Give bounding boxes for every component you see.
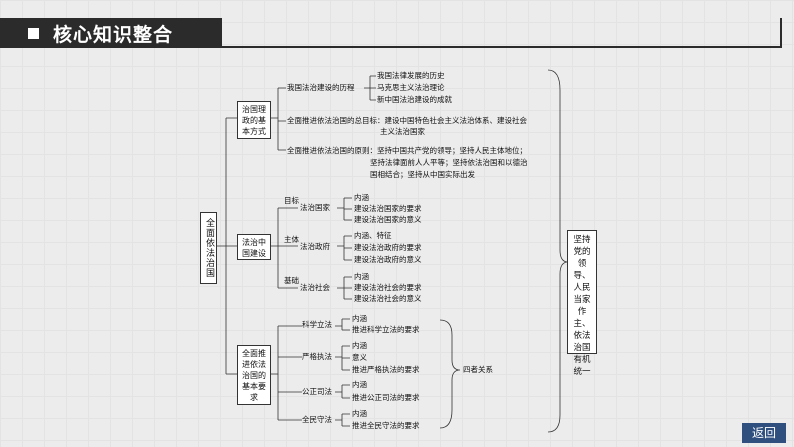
branch3-line: 治国的 bbox=[242, 371, 266, 380]
sub-tag: 主体 bbox=[284, 235, 299, 244]
sub-item: 推进科学立法的要求 bbox=[352, 325, 420, 334]
four-relation-label: 四者关系 bbox=[463, 365, 493, 374]
branch2-line: 国建设 bbox=[242, 249, 266, 258]
sub-item: 内涵 bbox=[352, 314, 367, 323]
sub-item: 建设法治国家的意义 bbox=[354, 215, 422, 224]
branch1-node: 治国理 政的基 本方式 bbox=[237, 101, 271, 139]
goal-line: 全面推进依法治国的总目标：建设中国特色社会主义法治体系、建设社会 bbox=[287, 116, 527, 125]
sub-item: 建设法治政府的意义 bbox=[354, 255, 422, 264]
sub-item: 内涵 bbox=[354, 272, 369, 281]
header-rule bbox=[222, 46, 782, 48]
principle-line: 全面推进依法治国的原则：坚持中国共产党的领导；坚持人民主体地位； bbox=[287, 146, 527, 155]
sub-item: 推进严格执法的要求 bbox=[352, 365, 420, 374]
history-item: 我国法律发展的历史 bbox=[377, 71, 445, 80]
summary-node: 坚持党的领导、人民当家作主、依法治国有机统一 bbox=[567, 230, 597, 377]
sub-name: 全民守法 bbox=[302, 415, 332, 424]
sub-item: 建设法治国家的要求 bbox=[354, 204, 422, 213]
sub-item: 推进公正司法的要求 bbox=[352, 393, 420, 402]
branch1-line: 政的基 bbox=[242, 116, 266, 125]
history-item: 马克思主义法治理论 bbox=[377, 83, 445, 92]
sub-tag: 目标 bbox=[284, 196, 299, 205]
branch1-line: 治国理 bbox=[242, 105, 266, 114]
branch2-node: 法治中 国建设 bbox=[237, 234, 271, 260]
sub-item: 意义 bbox=[352, 353, 367, 362]
history-item: 新中国法治建设的成就 bbox=[377, 95, 452, 104]
sub-item: 建设法治社会的意义 bbox=[354, 294, 422, 303]
section-header: 核心知识整合 bbox=[0, 18, 222, 48]
sub-item: 内涵 bbox=[352, 380, 367, 389]
branch3-line: 全面推 bbox=[242, 349, 266, 358]
sub-item: 内涵 bbox=[352, 409, 367, 418]
branch3-node: 全面推 进依法 治国的 基本要 求 bbox=[237, 345, 271, 405]
page-title: 核心知识整合 bbox=[53, 23, 174, 46]
sub-name: 严格执法 bbox=[302, 352, 332, 361]
history-title: 我国法治建设的历程 bbox=[287, 83, 355, 92]
branch2-line: 法治中 bbox=[242, 238, 266, 247]
root-node-label: 全面依法治国 bbox=[204, 218, 214, 278]
sub-name: 法治国家 bbox=[300, 203, 330, 212]
goal-line: 主义法治国家 bbox=[380, 127, 425, 136]
return-button[interactable]: 返回 bbox=[742, 423, 786, 443]
sub-item: 内涵、特征 bbox=[354, 231, 392, 240]
sub-name: 法治政府 bbox=[300, 242, 330, 251]
sub-item: 内涵 bbox=[354, 193, 369, 202]
principle-line: 国相结合；坚持从中国实际出发 bbox=[370, 170, 475, 179]
branch3-line: 进依法 bbox=[242, 360, 266, 369]
sub-item: 建设法治社会的要求 bbox=[354, 283, 422, 292]
sub-tag: 基础 bbox=[284, 276, 299, 285]
branch3-line: 求 bbox=[250, 393, 258, 402]
sub-item: 推进全民守法的要求 bbox=[352, 421, 420, 430]
sub-item: 建设法治政府的要求 bbox=[354, 243, 422, 252]
square-bullet-icon bbox=[28, 27, 39, 39]
principle-line: 坚持法律面前人人平等；坚持依法治国和以德治 bbox=[370, 158, 528, 167]
sub-name: 法治社会 bbox=[300, 283, 330, 292]
branch3-line: 基本要 bbox=[242, 382, 266, 391]
header-corner bbox=[770, 18, 782, 48]
branch1-line: 本方式 bbox=[242, 127, 266, 136]
sub-name: 公正司法 bbox=[302, 387, 332, 396]
root-node: 全面依法治国 bbox=[200, 212, 217, 284]
summary-text: 坚持党的领导、人民当家作主、依法治国有机统一 bbox=[573, 235, 591, 377]
sub-name: 科学立法 bbox=[302, 320, 332, 329]
sub-item: 内涵 bbox=[352, 341, 367, 350]
